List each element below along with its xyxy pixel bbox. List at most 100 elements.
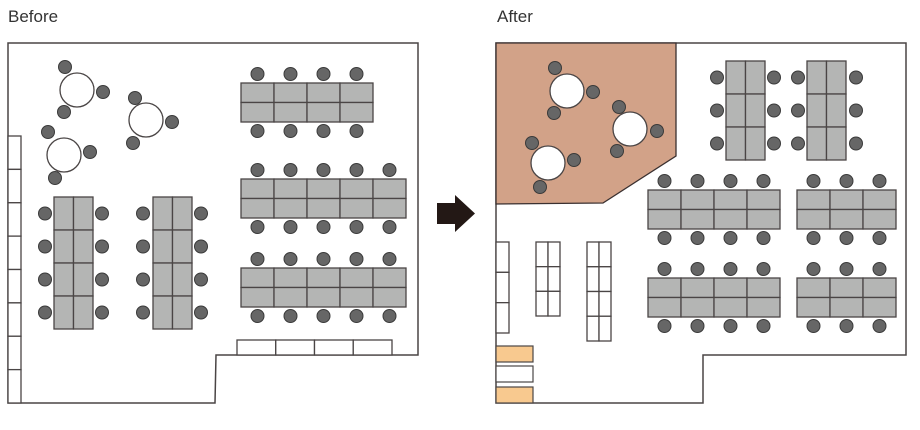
desk-cluster [38,196,109,330]
chair [657,319,672,333]
chair [283,309,298,323]
round-table-group [57,60,110,119]
chair [657,262,672,276]
desk-cell [152,229,174,264]
desk-cell [306,267,341,289]
chair [128,91,142,105]
desk-cell [713,296,748,318]
storage-cabinet-cell [275,339,316,356]
chair [791,70,805,85]
desk-cell [273,267,308,289]
chair [767,103,781,118]
chair [194,272,208,287]
desk-cell [829,208,864,230]
desk-cell [725,126,747,161]
bookshelf-cell [535,290,549,317]
chair [806,231,821,245]
bookshelf-cell [586,266,600,293]
chair [250,163,265,177]
desk-cell [240,82,275,104]
chair [690,231,705,245]
desk-cell [339,197,374,219]
desk-cluster [710,60,781,161]
round-table [46,137,82,173]
chair [165,115,179,129]
wall-shelf-cell [7,335,22,371]
desk [806,60,847,161]
desk-cell [306,101,341,123]
desk-cell [372,286,407,308]
chair [38,206,52,221]
chair [316,309,331,323]
wall-shelf-cell [7,268,22,304]
chair [136,305,150,320]
chair [349,163,364,177]
chair [586,85,600,99]
chair [83,145,97,159]
bookshelf-cell [535,241,549,268]
chair [806,174,821,188]
desk-cell [372,178,407,200]
desk-cell [273,197,308,219]
desk-cell [171,229,193,264]
desk-cell [796,208,831,230]
chair [194,305,208,320]
chair [612,100,626,114]
chair [382,163,397,177]
chair [57,105,71,119]
chair [849,103,863,118]
desk-cell [171,196,193,231]
chair [382,309,397,323]
desk-cell [746,296,781,318]
chair [349,124,364,138]
desk-cell [680,296,715,318]
desk-cell [647,277,682,299]
desk-cell [744,126,766,161]
chair [723,262,738,276]
chair [283,67,298,81]
chair [95,305,109,320]
round-table [549,73,585,109]
chair [791,136,805,151]
round-table-group [525,136,581,194]
desk-cell [240,267,275,289]
desk-cluster [647,174,781,245]
wall-shelf [495,241,510,334]
desk-cell [72,262,94,297]
desk-cell [829,277,864,299]
chair [525,136,539,150]
chair [283,163,298,177]
chair [839,174,854,188]
chair [250,309,265,323]
wall-shelf-cell [7,168,22,204]
desk-cell [806,126,828,161]
after-floor-plan [495,42,907,404]
chair [872,174,887,188]
desk-cell [713,208,748,230]
round-table [530,145,566,181]
desk-cell [273,286,308,308]
chair [710,103,724,118]
round-table-group [610,100,664,158]
storage-cabinet-cell [313,339,354,356]
chair [690,319,705,333]
desk-cell [725,60,747,95]
desk-cell [862,277,897,299]
desk-cell [171,262,193,297]
desk-cell [306,286,341,308]
desk-cell [339,178,374,200]
round-table-group [41,125,97,185]
desk-cell [713,277,748,299]
bookshelf-cell [586,290,600,317]
desk-cell [647,189,682,211]
desk-cell [744,93,766,128]
desk-cell [746,277,781,299]
desk-cell [240,197,275,219]
chair [38,272,52,287]
chair [316,163,331,177]
desk-cell [53,295,75,330]
desk-cell [72,196,94,231]
desk [647,277,781,318]
chair [316,220,331,234]
